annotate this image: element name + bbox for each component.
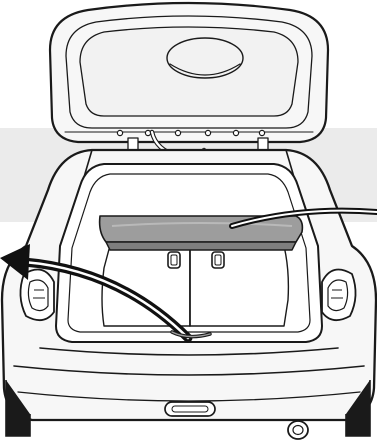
- tailgate-icon: [48, 1, 330, 159]
- left-tyre: [5, 380, 31, 437]
- exhaust-icon: [287, 420, 309, 440]
- right-tyre: [345, 380, 371, 437]
- luggage-cover-icon: [98, 215, 304, 251]
- tail-lamp-icon: [19, 268, 357, 322]
- arrow-remove-icon: [229, 207, 377, 229]
- arrow-stow-icon: [0, 244, 193, 343]
- car-body: [0, 148, 377, 422]
